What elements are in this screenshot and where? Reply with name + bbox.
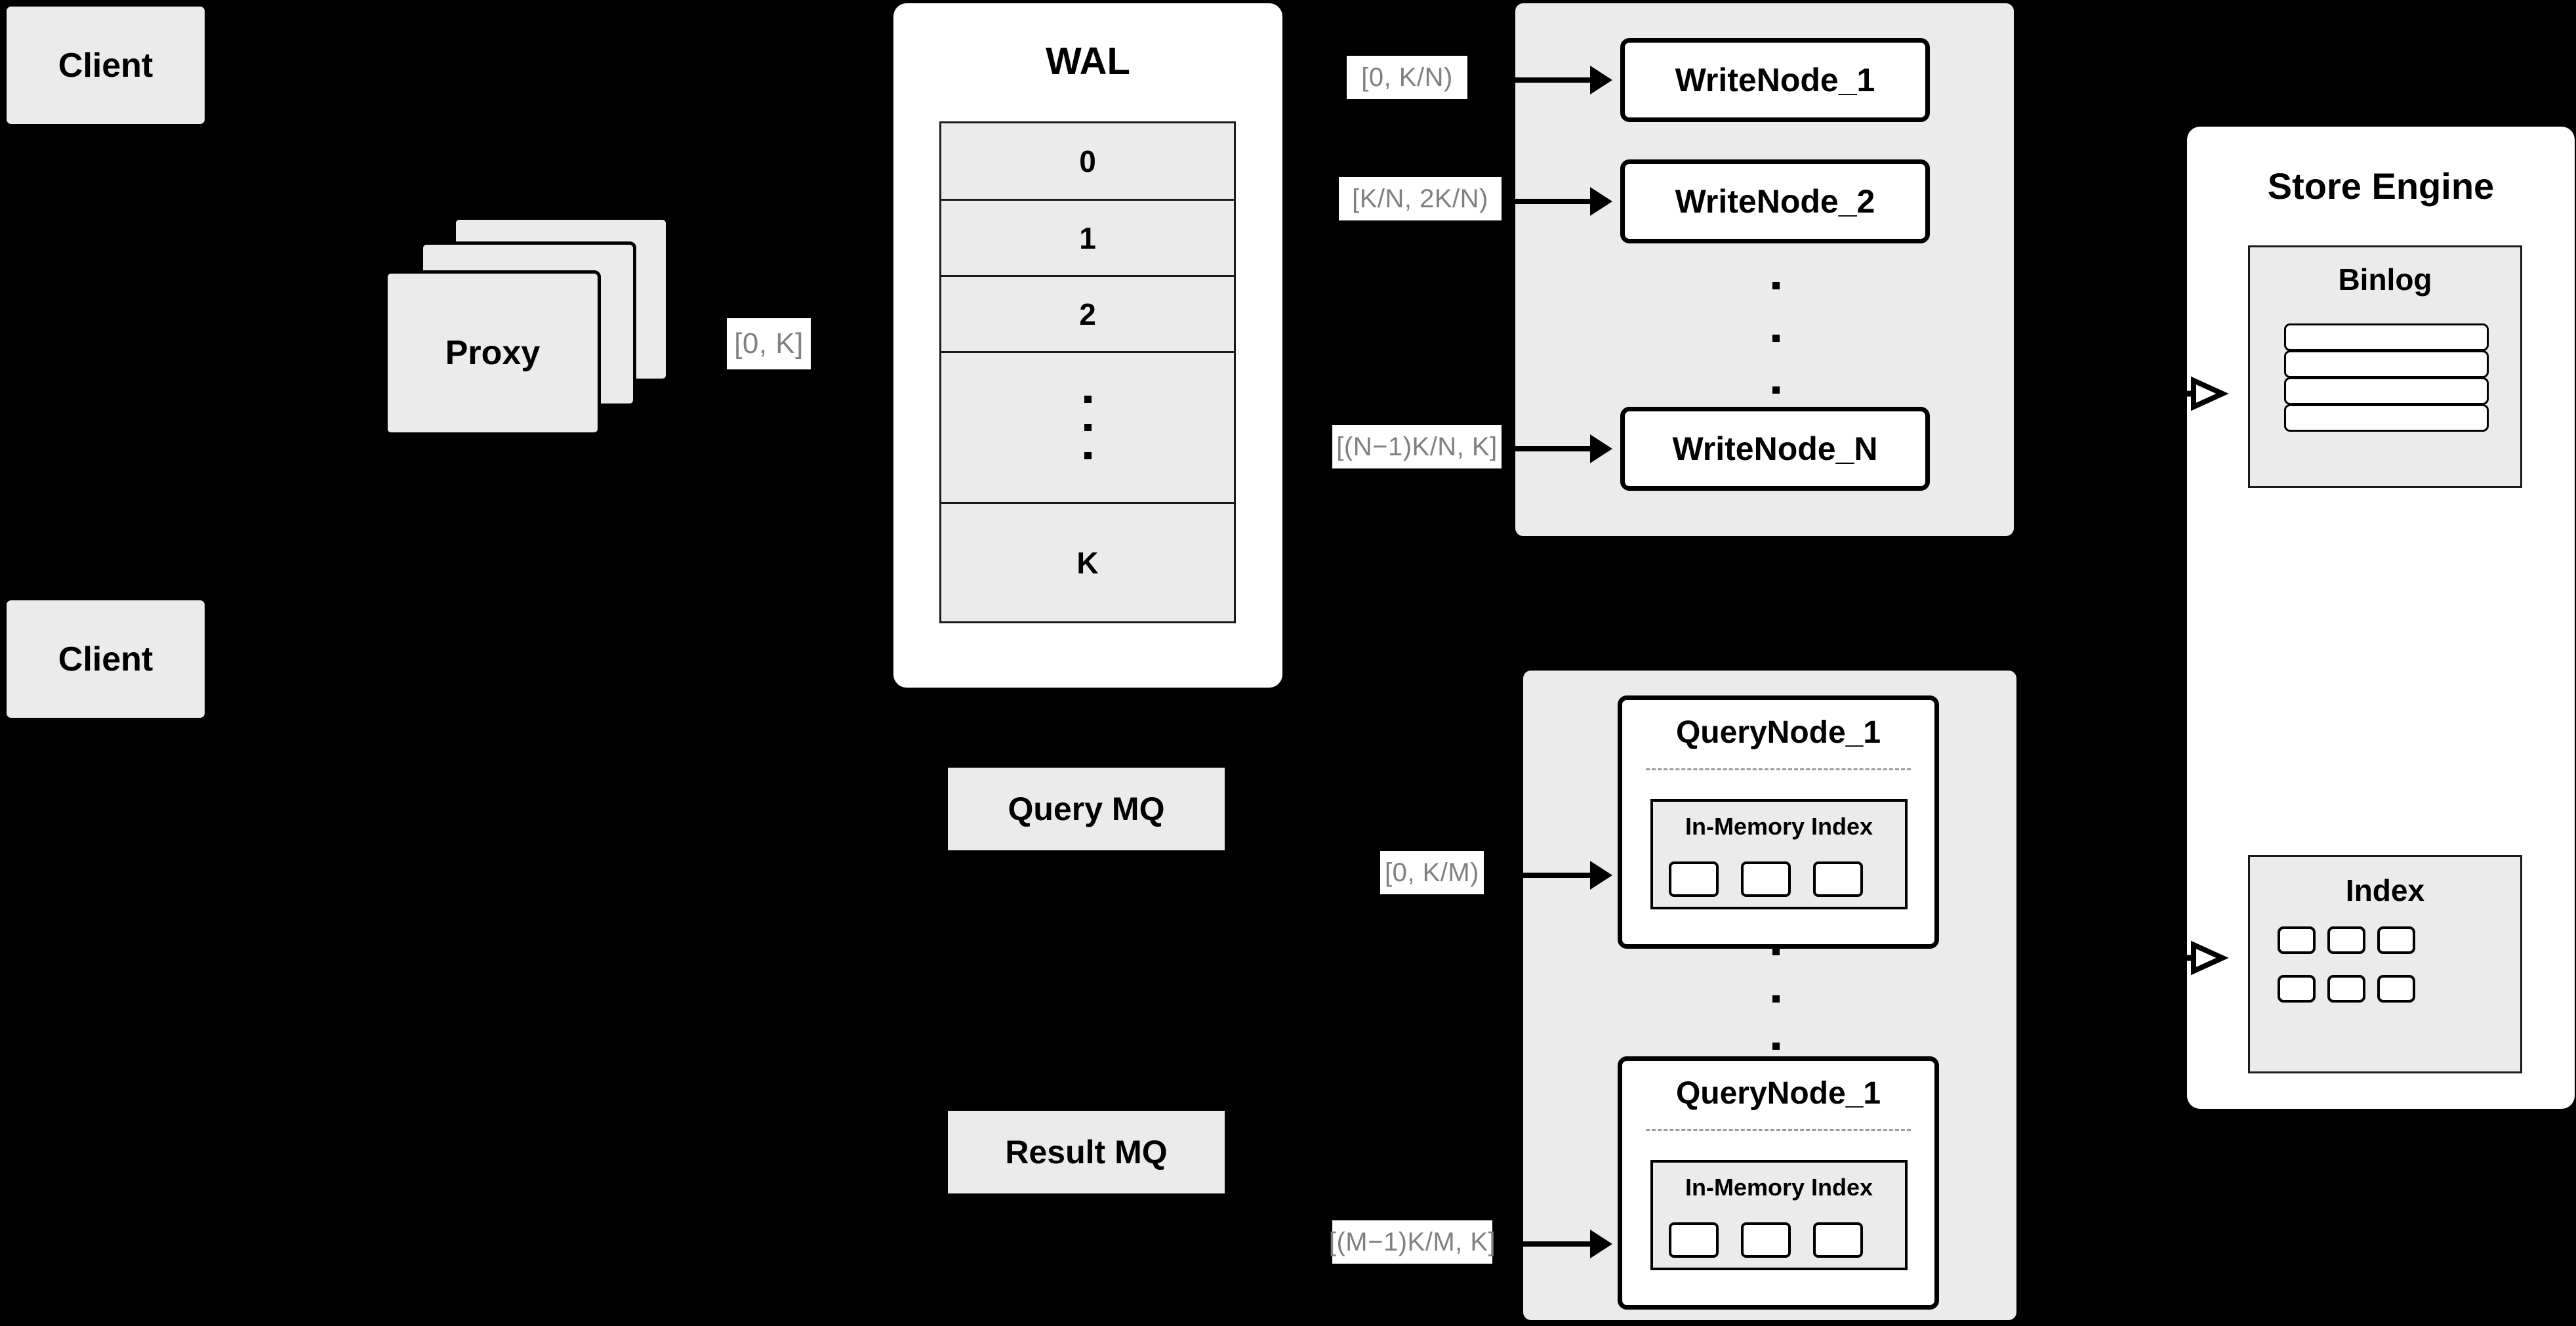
write-node-n-box: WriteNode_N	[1620, 407, 1930, 491]
query-node-2-inmemory-index: In-Memory Index	[1650, 1160, 1908, 1270]
proxy-box: Proxy	[384, 270, 601, 436]
range-label-query-node-1-text: [0, K/M)	[1384, 858, 1480, 887]
index-title: Index	[2345, 873, 2425, 907]
binlog-title: Binlog	[2338, 262, 2432, 297]
arrow-line-write-1	[1427, 77, 1594, 83]
range-label-query-node-m-text: [(M−1)K/M, K]	[1328, 1227, 1496, 1256]
index-cell	[2327, 926, 2365, 954]
inmemory-index-cell	[1669, 861, 1719, 897]
index-cell	[2377, 926, 2415, 954]
wal-table: 0 1 2 K	[939, 121, 1236, 623]
wal-row-0-label: 0	[1079, 144, 1096, 178]
ellipsis-dot	[1084, 424, 1092, 431]
range-label-query-node-1: [0, K/M)	[1380, 851, 1484, 894]
write-node-1-box: WriteNode_1	[1620, 38, 1930, 122]
write-node-2-box: WriteNode_2	[1620, 159, 1930, 243]
write-node-2-label: WriteNode_2	[1675, 183, 1875, 220]
query-node-2-separator	[1646, 1129, 1911, 1131]
ellipsis-dot	[1084, 452, 1092, 459]
wal-row-k: K	[941, 504, 1234, 621]
wal-row-1: 1	[941, 201, 1234, 277]
arrow-line-write-n	[1497, 446, 1594, 451]
index-panel: Index	[2248, 855, 2522, 1073]
arrow-head-write-1	[1590, 66, 1612, 94]
inmemory-index-cell	[1741, 1222, 1791, 1258]
ellipsis-dot	[1772, 1043, 1780, 1050]
index-cell	[2327, 975, 2365, 1003]
range-label-proxy-to-wal: [0, K]	[727, 318, 811, 369]
query-mq-label: Query MQ	[1008, 791, 1165, 827]
client-label-1: Client	[58, 46, 153, 85]
query-node-1-inmemory-index-label: In-Memory Index	[1685, 813, 1873, 840]
client-label-2: Client	[58, 640, 153, 678]
binlog-bar	[2284, 404, 2489, 432]
wal-title: WAL	[1046, 40, 1130, 83]
range-label-write-node-n: [(N−1)K/N, K]	[1332, 425, 1502, 468]
arrow-head-write-2	[1590, 187, 1612, 216]
range-label-write-node-2: [K/N, 2K/N)	[1339, 177, 1502, 220]
inmemory-index-cell	[1813, 1222, 1863, 1258]
ellipsis-dot	[1084, 396, 1092, 403]
query-node-1-separator	[1646, 768, 1911, 770]
arrow-line-query-1	[1431, 873, 1594, 878]
query-mq-box: Query MQ	[946, 766, 1227, 852]
arrow-head-write-n	[1590, 434, 1612, 463]
index-cell	[2278, 926, 2316, 954]
wal-row-2: 2	[941, 277, 1234, 353]
client-box-1: Client	[5, 5, 207, 126]
arrow-to-index	[2162, 938, 2234, 978]
ellipsis-dot	[1772, 995, 1780, 1003]
index-cell	[2377, 975, 2415, 1003]
arrow-open-triangle-icon	[2162, 376, 2229, 411]
wal-row-2-label: 2	[1079, 297, 1096, 331]
arrow-head-query-m	[1590, 1230, 1612, 1258]
client-box-2: Client	[5, 598, 207, 720]
ellipsis-dot	[1772, 282, 1780, 289]
ellipsis-dot	[1772, 948, 1780, 955]
write-cluster-ellipsis	[1771, 282, 1780, 394]
ellipsis-dot	[1772, 386, 1780, 394]
result-mq-label: Result MQ	[1005, 1134, 1168, 1171]
range-label-query-node-m: [(M−1)K/M, K]	[1329, 1220, 1496, 1264]
ellipsis-dot	[1772, 334, 1780, 342]
binlog-bar	[2284, 323, 2489, 351]
index-cell	[2278, 975, 2316, 1003]
wal-row-1-label: 1	[1079, 220, 1096, 255]
arrow-open-triangle-icon	[2162, 940, 2229, 976]
result-mq-box: Result MQ	[946, 1109, 1227, 1195]
query-cluster-ellipsis	[1771, 948, 1780, 1050]
range-label-write-node-1-text: [0, K/N)	[1361, 62, 1453, 92]
range-label-write-node-n-text: [(N−1)K/N, K]	[1336, 432, 1498, 461]
arrow-head-query-1	[1590, 861, 1612, 890]
binlog-panel: Binlog	[2248, 245, 2522, 488]
wal-row-0: 0	[941, 123, 1234, 201]
query-node-1-inmemory-index: In-Memory Index	[1650, 799, 1908, 909]
write-node-1-label: WriteNode_1	[1675, 62, 1875, 98]
inmemory-index-cell	[1741, 861, 1791, 897]
wal-row-k-label: K	[1076, 545, 1099, 580]
binlog-bar	[2284, 350, 2489, 378]
arrow-to-binlog	[2162, 374, 2234, 413]
inmemory-index-cell	[1669, 1222, 1719, 1258]
range-label-write-node-1: [0, K/N)	[1347, 56, 1467, 99]
arrow-line-write-2	[1497, 199, 1594, 204]
range-label-proxy-to-wal-text: [0, K]	[734, 327, 804, 360]
range-label-write-node-2-text: [K/N, 2K/N)	[1352, 184, 1488, 213]
query-node-1-label: QueryNode_1	[1675, 715, 1881, 750]
store-engine-title: Store Engine	[2267, 165, 2495, 207]
query-node-2-inmemory-index-label: In-Memory Index	[1685, 1174, 1873, 1201]
write-node-n-label: WriteNode_N	[1672, 430, 1878, 467]
query-node-2-label: QueryNode_1	[1675, 1076, 1881, 1111]
arrow-line-query-m	[1497, 1241, 1594, 1247]
proxy-label: Proxy	[445, 334, 541, 372]
inmemory-index-cell	[1813, 861, 1863, 897]
wal-row-ellipsis	[941, 353, 1234, 504]
binlog-bar	[2284, 377, 2489, 405]
